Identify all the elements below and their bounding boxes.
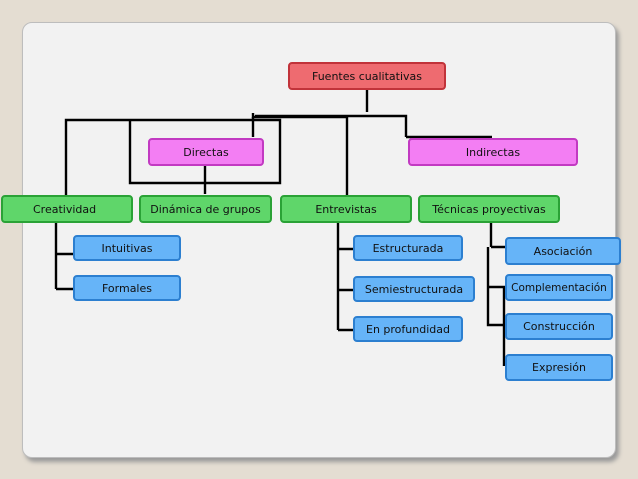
node-formales: Formales: [73, 275, 181, 301]
node-semiestructurada: Semiestructurada: [353, 276, 475, 302]
connector-creatividad-leaves: [54, 222, 73, 291]
node-root: Fuentes cualitativas: [288, 62, 446, 90]
node-creatividad: Creatividad: [1, 195, 133, 223]
node-construccion: Construcción: [505, 313, 613, 340]
node-complementacion: Complementación: [505, 274, 613, 301]
connector-directas-frame: [64, 118, 282, 208]
node-asociacion: Asociación: [505, 237, 621, 265]
node-entrevistas: Entrevistas: [280, 195, 412, 223]
node-dinamica-de-grupos: Dinámica de grupos: [139, 195, 272, 223]
connector-tecnica-leaves: [486, 222, 506, 366]
node-directas: Directas: [148, 138, 264, 166]
node-intuitivas: Intuitivas: [73, 235, 181, 261]
node-indirectas: Indirectas: [408, 138, 578, 166]
connector-entrevista-leaves: [336, 222, 353, 332]
connector-root-bus: [251, 113, 408, 137]
node-estructurada: Estructurada: [353, 235, 463, 261]
node-en-profundidad: En profundidad: [353, 316, 463, 342]
node-tecnicas-proyectivas: Técnicas proyectivas: [418, 195, 560, 223]
node-expresion: Expresión: [505, 354, 613, 381]
